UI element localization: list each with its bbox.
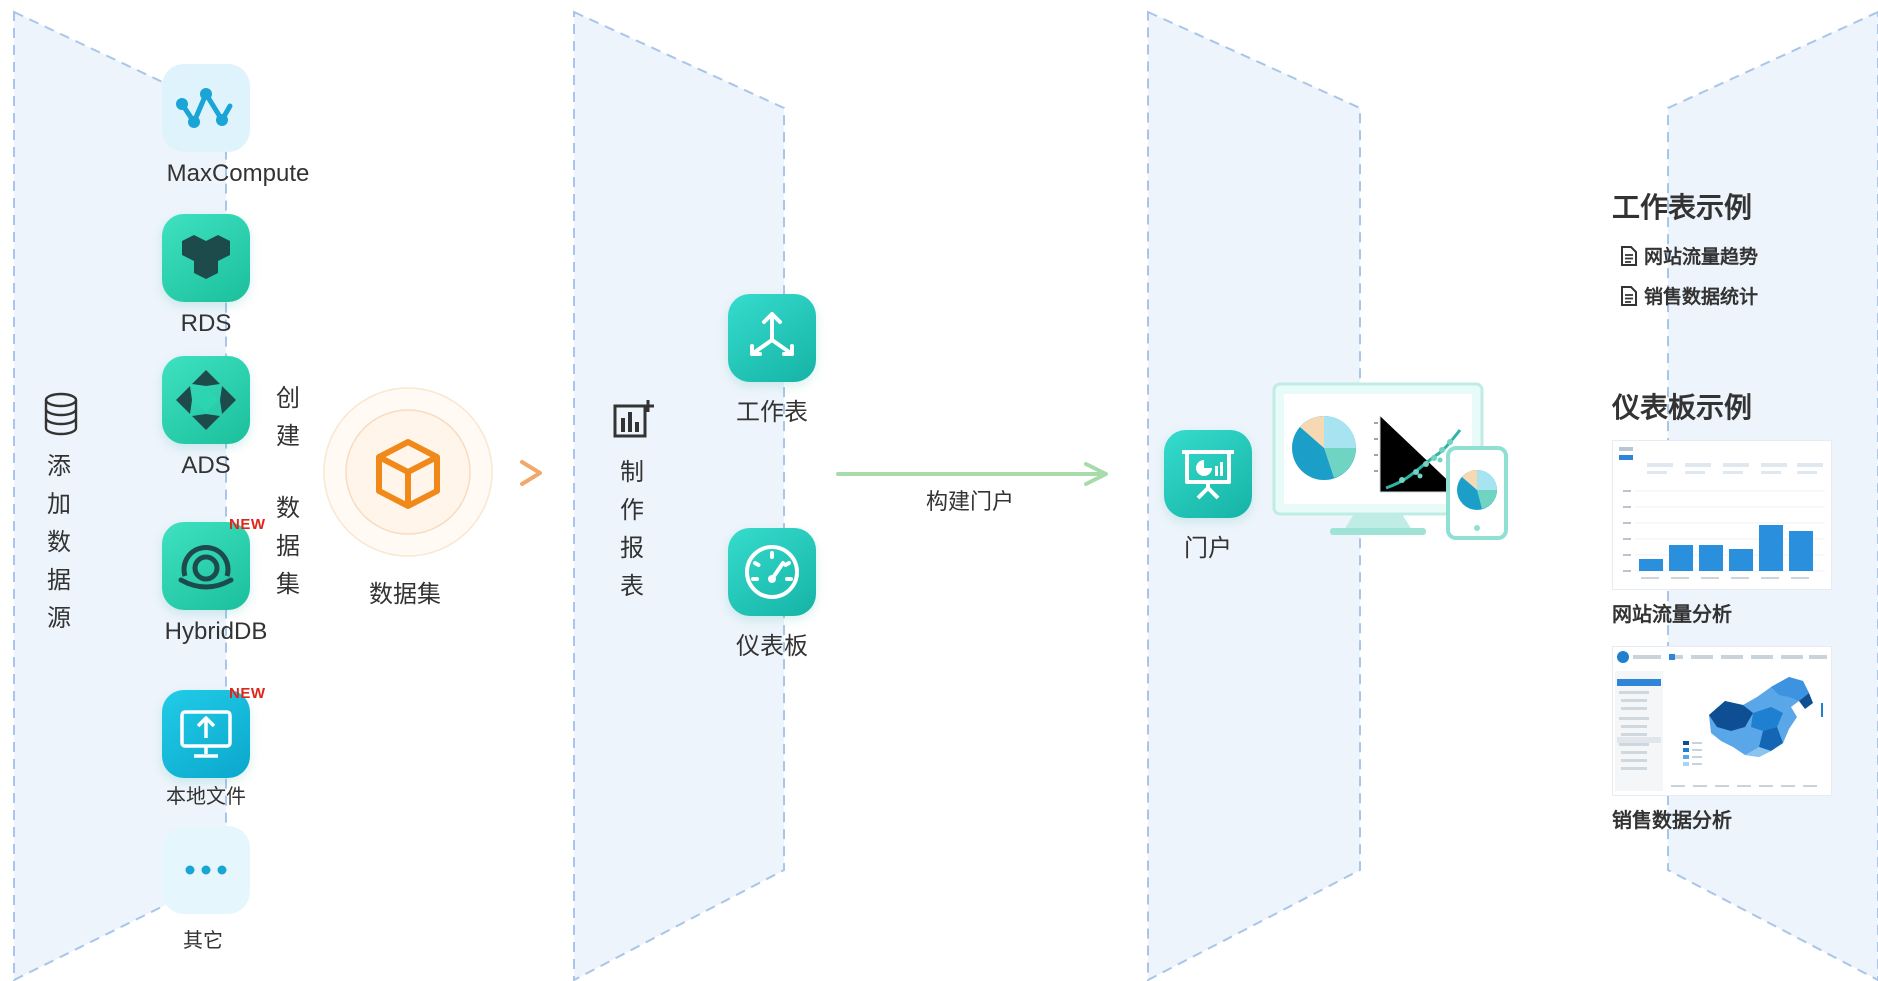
- monitor-pie-chart-icon: [1292, 416, 1356, 480]
- create-dataset-label-top: 创 建: [276, 385, 300, 450]
- presentation-board-icon: [1182, 450, 1234, 500]
- portal-device-illustration: [1272, 382, 1508, 540]
- dataset-label: 数据集: [369, 581, 441, 608]
- dashboard-example-caption: 网站流量分析: [1612, 604, 1732, 626]
- hybriddb-label: HybridDB: [164, 618, 268, 645]
- maxcompute-icon: [176, 88, 233, 128]
- worksheet-example-label: 网站流量趋势: [1644, 247, 1759, 268]
- report-panel: [573, 10, 785, 981]
- other-label: 其它: [183, 930, 223, 952]
- gauge-icon: [745, 545, 799, 599]
- document-icon: [1621, 285, 1637, 306]
- other-source[interactable]: [162, 826, 250, 914]
- dashboard-example-thumbnail[interactable]: [1612, 646, 1832, 796]
- database-icon: [42, 392, 80, 441]
- ads-source[interactable]: [162, 356, 250, 444]
- dashboard-node[interactable]: [728, 528, 816, 616]
- build-portal-arrow: [836, 462, 1108, 486]
- hybriddb-icon: [178, 544, 234, 590]
- rds-label: RDS: [180, 310, 232, 337]
- portal-label: 门户: [1184, 535, 1232, 562]
- dataset-node[interactable]: [368, 434, 448, 514]
- new-badge: NEW: [229, 685, 266, 702]
- worksheet-icon: [750, 312, 794, 356]
- local-file-label: 本地文件: [166, 786, 246, 808]
- make-report-label: 制 作 报 表: [620, 459, 644, 600]
- dashboard-example-thumbnail[interactable]: [1612, 440, 1832, 590]
- worksheet-example-label: 销售数据统计: [1644, 287, 1759, 308]
- hybriddb-source[interactable]: [162, 522, 250, 610]
- maxcompute-source[interactable]: [162, 64, 250, 152]
- dashboard-example-caption: 销售数据分析: [1612, 810, 1732, 832]
- portal-panel: [1147, 10, 1361, 981]
- worksheet-label: 工作表: [736, 399, 808, 426]
- add-datasource-label: 添 加 数 据 源: [47, 453, 71, 632]
- build-portal-label: 构建门户: [925, 489, 1015, 514]
- rds-icon: [182, 235, 230, 279]
- more-icon: [185, 865, 227, 875]
- portal-node[interactable]: [1164, 430, 1252, 518]
- add-chart-icon: [612, 398, 656, 445]
- bar-chart-dashboard-thumbnail: [1619, 447, 1825, 579]
- ads-icon: [176, 370, 236, 430]
- phone-pie-chart-icon: [1457, 470, 1497, 510]
- local-file-source[interactable]: [162, 690, 250, 778]
- dashboard-label: 仪表板: [736, 633, 808, 660]
- monitor-scatter-chart-icon: [1374, 416, 1462, 493]
- dashboard-examples-title: 仪表板示例: [1612, 392, 1753, 423]
- worksheet-example-link[interactable]: 销售数据统计: [1620, 282, 1758, 309]
- local-file-upload-icon: [180, 710, 232, 758]
- new-badge: NEW: [229, 516, 266, 533]
- worksheet-example-link[interactable]: 网站流量趋势: [1620, 242, 1758, 269]
- create-dataset-label-bottom: 数 据 集: [276, 495, 300, 598]
- china-map-dashboard-thumbnail: [1615, 651, 1827, 791]
- worksheet-examples-title: 工作表示例: [1612, 192, 1753, 223]
- cube-icon: [376, 439, 440, 509]
- ads-label: ADS: [181, 452, 231, 479]
- maxcompute-label: MaxCompute: [166, 160, 310, 187]
- worksheet-node[interactable]: [728, 294, 816, 382]
- document-icon: [1621, 245, 1637, 266]
- rds-source[interactable]: [162, 214, 250, 302]
